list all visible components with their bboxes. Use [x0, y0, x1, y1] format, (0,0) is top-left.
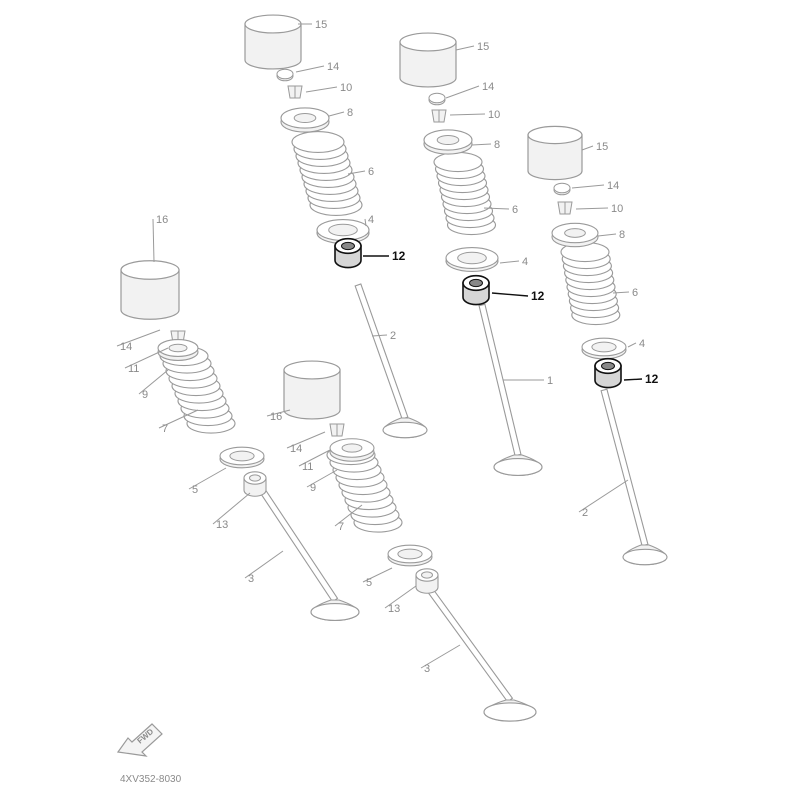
part-label-l10a: 10 [340, 82, 352, 94]
fwd-arrow-icon: FWD [116, 723, 163, 757]
part-label-l5e: 5 [366, 577, 372, 589]
seat-a [317, 220, 369, 244]
part-label-l14d: 14 [120, 341, 132, 353]
shim-b [429, 93, 445, 105]
part-label-l11d: 11 [128, 363, 139, 375]
cotter-e [330, 424, 344, 436]
spring-c [561, 242, 620, 324]
part-label-l8b: 8 [494, 139, 500, 151]
valve-stem-seal-b [463, 276, 489, 305]
part-label-l14c: 14 [607, 180, 619, 192]
part-label-l12c: 12 [645, 372, 659, 386]
part-label-l16d: 16 [156, 214, 168, 226]
part-label-l9d: 9 [142, 389, 148, 401]
valve-stem-seal-e [416, 569, 438, 593]
part-label-l8c: 8 [619, 229, 625, 241]
part-label-l7e: 7 [338, 521, 344, 533]
part-label-l4b: 4 [522, 256, 528, 268]
valve-a [355, 284, 427, 438]
seat-d [220, 447, 264, 468]
part-label-l4a: 4 [368, 214, 374, 226]
retainer-c [552, 223, 598, 246]
part-label-l2a: 2 [390, 330, 396, 342]
part-label-l14e: 14 [290, 443, 302, 455]
part-label-l15b: 15 [477, 41, 489, 53]
tappet-a [245, 15, 301, 69]
valve-e [428, 588, 536, 721]
seat-b [446, 248, 498, 272]
part-label-l3e: 3 [424, 663, 430, 675]
cotter-b [432, 110, 446, 122]
part-label-l14a: 14 [327, 61, 339, 73]
spring-a [292, 132, 362, 216]
cotter-a [288, 86, 302, 98]
part-label-l2c: 2 [582, 507, 588, 519]
part-label-l15c: 15 [596, 141, 608, 153]
tappet-e [284, 361, 340, 419]
part-label-l11e: 11 [302, 461, 313, 473]
part-label-l16e: 16 [270, 411, 282, 423]
valve-b [479, 304, 542, 475]
retainer-b [424, 130, 472, 154]
cotter-c [558, 202, 572, 214]
seat-c [582, 338, 626, 359]
part-label-l10c: 10 [611, 203, 623, 215]
retainer-a [281, 108, 329, 132]
part-label-l10b: 10 [488, 109, 500, 121]
part-label-l3d: 3 [248, 573, 254, 585]
spring-e [327, 445, 402, 532]
part-label-l8a: 8 [347, 107, 353, 119]
part-label-l14b: 14 [482, 81, 494, 93]
valve-stem-seal-a [335, 239, 361, 268]
shim-c [554, 183, 570, 195]
part-label-l7d: 7 [162, 423, 168, 435]
part-label-l6c: 6 [632, 287, 638, 299]
part-label-l4c: 4 [639, 338, 645, 350]
part-label-l9e: 9 [310, 482, 316, 494]
part-label-l13d: 13 [216, 519, 228, 531]
part-label-l5d: 5 [192, 484, 198, 496]
part-label-l6b: 6 [512, 204, 518, 216]
seat-e [388, 545, 432, 566]
valve-stem-seal-c [595, 359, 621, 388]
retainer-d [158, 340, 198, 361]
part-label-l6a: 6 [368, 166, 374, 178]
tappet-c [528, 126, 582, 179]
tappet-d [121, 261, 179, 320]
shim-a [277, 69, 293, 81]
tappet-b [400, 33, 456, 87]
part-label-l12b: 12 [531, 289, 545, 303]
valve-d [260, 488, 359, 620]
diagram-code: 4XV352-8030 [120, 774, 182, 785]
part-label-l1b: 1 [547, 375, 553, 387]
valve-c [601, 389, 667, 564]
retainer-e [330, 439, 374, 461]
valve-stem-seal-d [244, 472, 266, 496]
part-label-l13e: 13 [388, 603, 400, 615]
part-label-l12a: 12 [392, 249, 406, 263]
spring-b [434, 152, 496, 234]
part-label-l15a: 15 [315, 19, 327, 31]
